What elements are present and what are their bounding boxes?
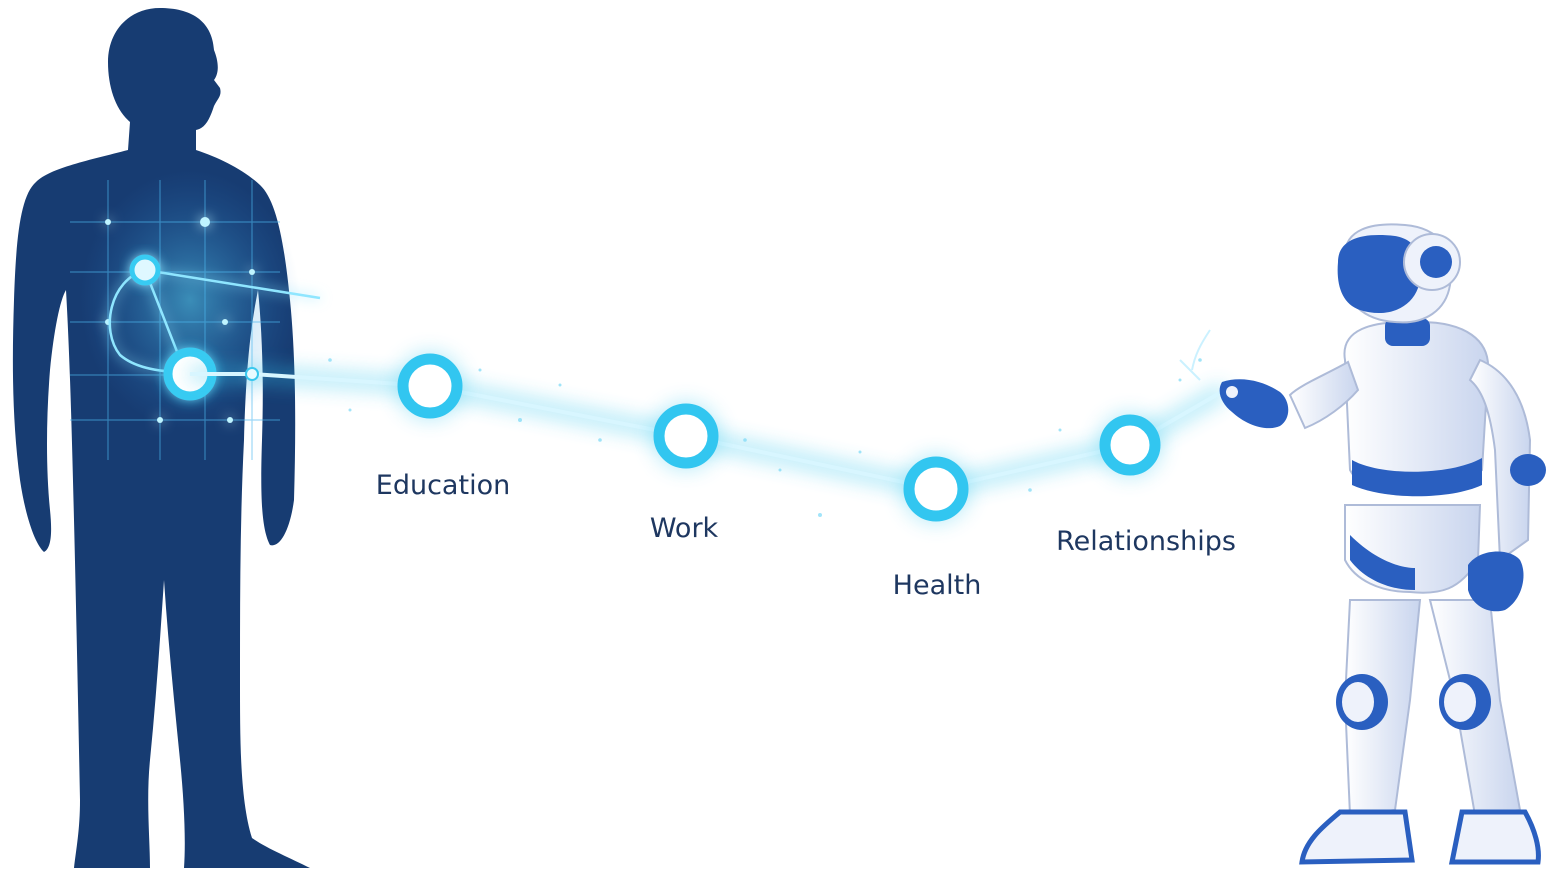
health-label: Health: [893, 570, 982, 601]
node-work: Work: [650, 402, 720, 544]
education-node-ring: [397, 353, 463, 419]
node-relationships: Relationships: [1056, 413, 1236, 557]
node-education: Education: [376, 352, 510, 501]
education-label: Education: [376, 470, 510, 501]
work-label: Work: [650, 513, 719, 544]
chest-node-upper: [129, 254, 161, 286]
human-silhouette: [12, 8, 321, 868]
robot-figure: [1179, 223, 1546, 865]
health-node-ring: [903, 456, 969, 522]
relationships-node-ring: [1099, 414, 1161, 476]
relationships-label: Relationships: [1056, 526, 1236, 557]
node-health: Health: [893, 455, 982, 601]
work-node-ring: [653, 403, 719, 469]
